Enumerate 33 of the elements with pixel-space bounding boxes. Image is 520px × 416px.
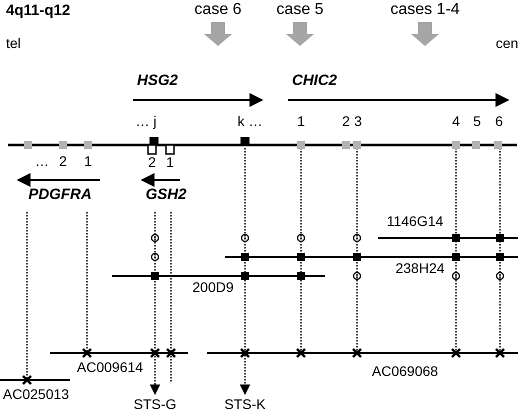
gene-name: PDGFRA (28, 187, 92, 204)
sts-label: STS-G (134, 397, 176, 412)
exon-number: 1 (166, 155, 174, 170)
gene-name: GSH2 (146, 187, 186, 204)
gene-name: HSG2 (137, 73, 178, 90)
accession-label: AC025013 (2, 387, 70, 402)
exon-number: 2 (342, 114, 350, 130)
exon-number: 1 (297, 114, 305, 130)
exon-number: … (35, 154, 49, 170)
clone-name: 238H24 (395, 261, 445, 276)
map-title: 4q11-q12 (6, 3, 70, 20)
exon-number: 1 (84, 154, 92, 170)
exon-number: 2 (59, 154, 67, 170)
dotted-arrow (240, 148, 250, 396)
case-label: case 5 (276, 1, 324, 19)
clone-name: 1146G14 (386, 214, 444, 230)
accession-label: AC069068 (372, 364, 438, 380)
exon-number: 6 (495, 114, 503, 130)
exon-number: … j (136, 114, 156, 130)
sts-label: STS-K (224, 397, 266, 412)
end-label: cen (496, 36, 518, 52)
exon-number: 2 (148, 155, 156, 170)
gene-name: CHIC2 (292, 73, 338, 90)
end-label: tel (6, 36, 21, 52)
case-label: cases 1-4 (390, 1, 460, 19)
dotted-arrow (150, 212, 160, 396)
clone-name: 200D9 (192, 280, 234, 296)
case-label: case 6 (194, 1, 242, 19)
accession-label: AC009614 (76, 360, 144, 376)
exon-number: 4 (452, 114, 460, 130)
exon-number: k … (238, 114, 262, 130)
exon-number: 3 (354, 114, 362, 130)
exon-number: 5 (473, 114, 481, 130)
